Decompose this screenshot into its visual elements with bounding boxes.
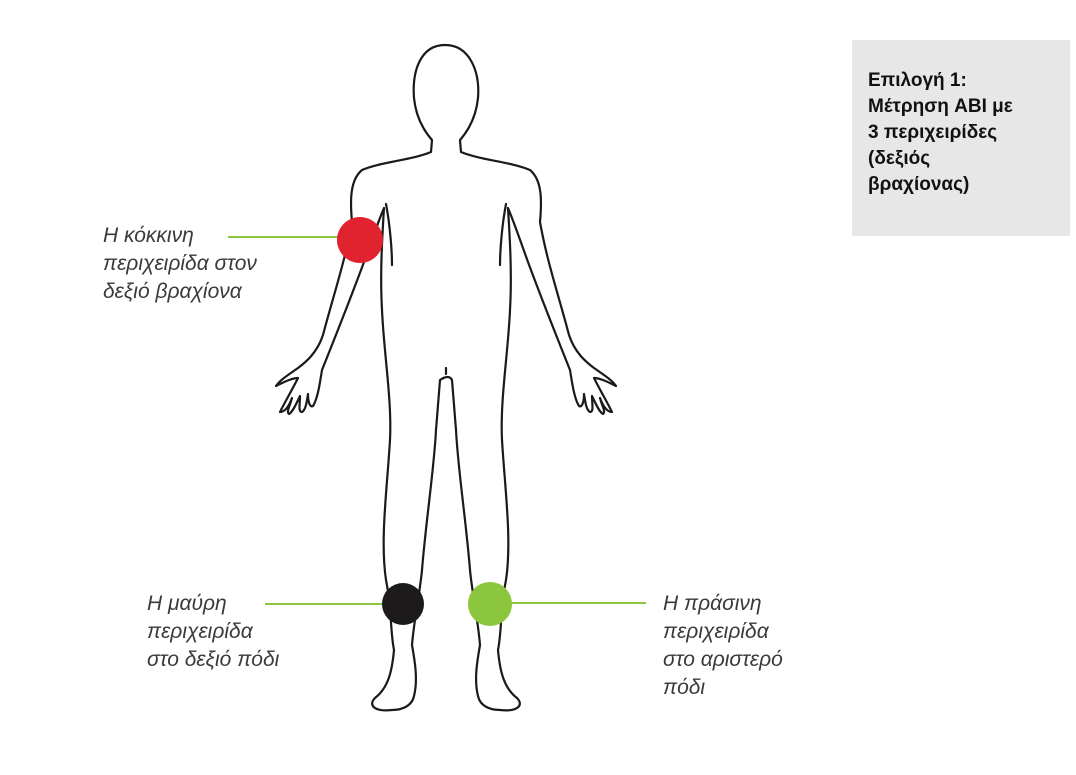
- black-cuff-label-line-3: στο δεξιό πόδι: [147, 648, 280, 671]
- red-cuff-label-line-3: δεξιό βραχίονα: [103, 280, 242, 303]
- black-cuff-marker: [382, 583, 424, 625]
- red-cuff-label: Η κόκκινη περιχειρίδα στον δεξιό βραχίον…: [103, 222, 257, 306]
- black-cuff-label: Η μαύρη περιχειρίδα στο δεξιό πόδι: [147, 590, 279, 674]
- option-title-box: Επιλογή 1: Μέτρηση ABI με 3 περιχειρίδες…: [852, 40, 1070, 236]
- body-outline: [274, 43, 618, 712]
- option-title-line-3: 3 περιχειρίδες: [868, 122, 998, 143]
- green-cuff-label-line-1: Η πράσινη: [663, 592, 762, 615]
- left-underarm-line: [498, 202, 508, 267]
- option-title-line-5: βραχίονας): [868, 174, 970, 195]
- green-cuff-label-line-2: περιχειρίδα: [663, 620, 769, 643]
- green-cuff-marker: [468, 582, 512, 626]
- green-cuff-label: Η πράσινη περιχειρίδα στο αριστερό πόδι: [663, 590, 783, 702]
- green-cuff-label-line-3: στο αριστερό: [663, 648, 783, 671]
- red-cuff-label-line-1: Η κόκκινη: [103, 224, 194, 247]
- right-underarm-line: [384, 202, 394, 267]
- option-title-line-1: Επιλογή 1:: [868, 70, 967, 91]
- red-cuff-label-line-2: περιχειρίδα στον: [103, 252, 257, 275]
- black-cuff-label-line-1: Η μαύρη: [147, 592, 227, 615]
- red-cuff-marker: [337, 217, 383, 263]
- cuffs: [337, 217, 512, 626]
- green-cuff-label-line-4: πόδι: [663, 676, 706, 699]
- option-title-line-2: Μέτρηση ABI με: [868, 96, 1013, 117]
- black-cuff-label-line-2: περιχειρίδα: [147, 620, 253, 643]
- body-silhouette: [274, 43, 618, 712]
- option-title-line-4: (δεξιός: [868, 148, 931, 169]
